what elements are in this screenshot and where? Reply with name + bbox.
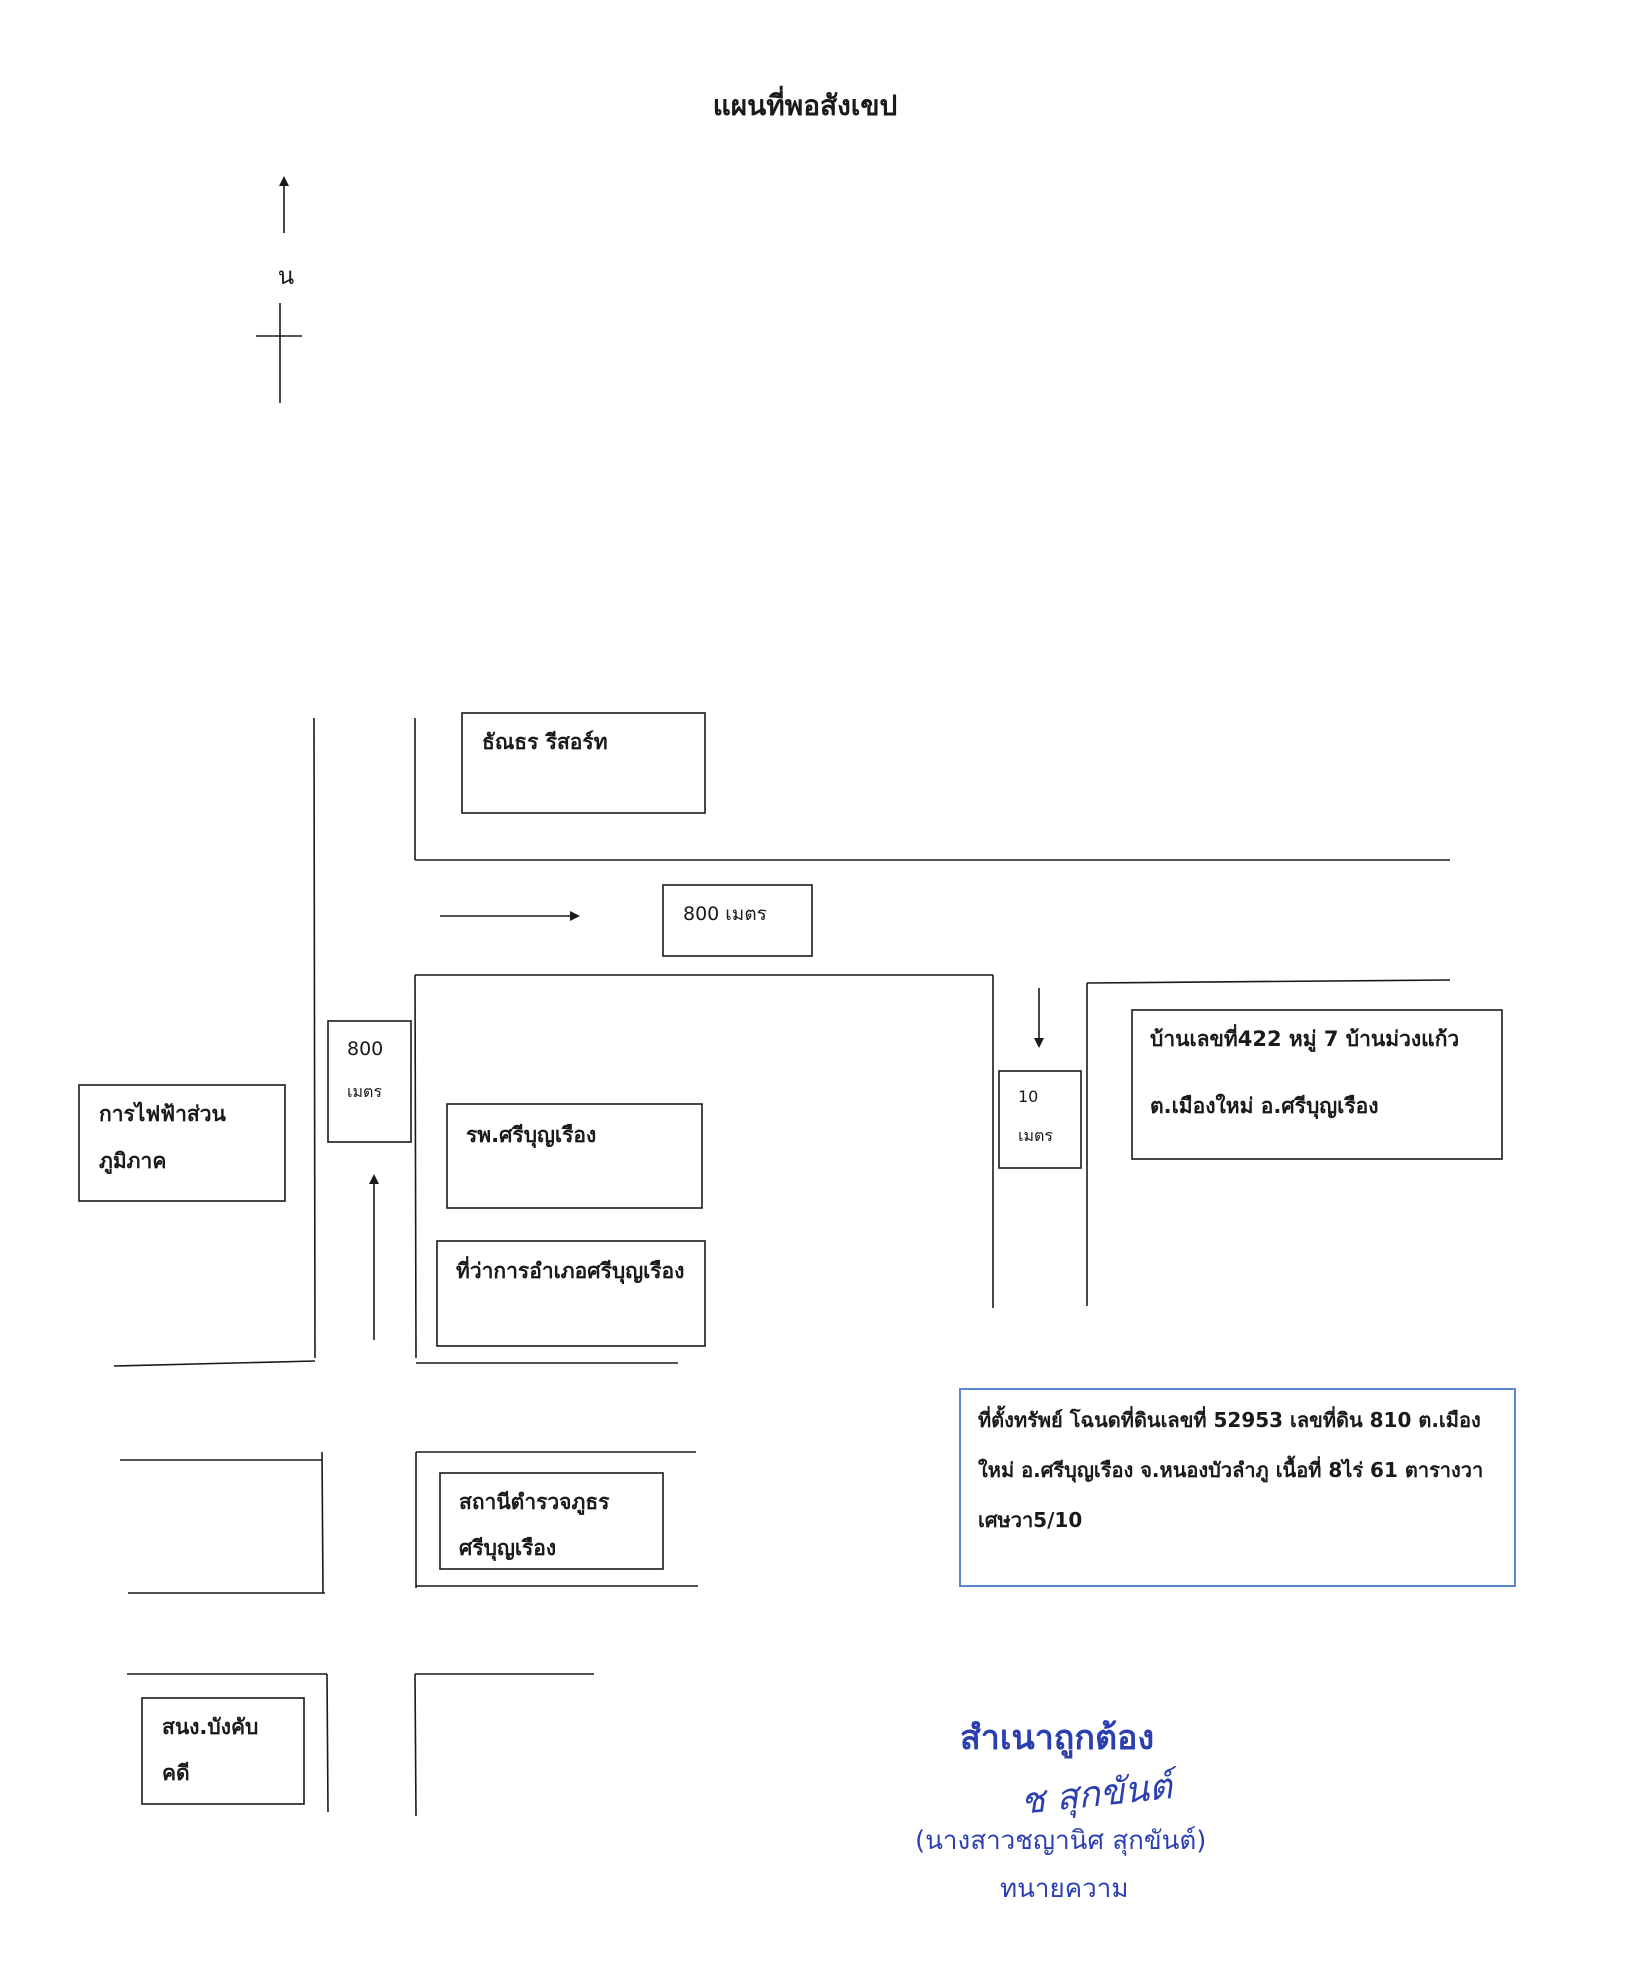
distance-small-unit: เมตร xyxy=(1018,1126,1053,1145)
hospital-label: รพ.ศรีบุญเรือง xyxy=(466,1123,597,1147)
house-label-line2: ต.เมืองใหม่ อ.ศรีบุญเรือง xyxy=(1150,1094,1379,1118)
property-info-line3: เศษวา5/10 xyxy=(978,1508,1083,1532)
police-label-line2: ศรีบุญเรือง xyxy=(459,1536,557,1560)
distance-small-value: 10 xyxy=(1018,1087,1039,1106)
thanathorn-box xyxy=(461,712,706,814)
certifier-name: (นางสาวชญานิศ สุกขันต์) xyxy=(915,1826,1207,1856)
distance-vertical-box xyxy=(327,1020,412,1143)
legal-office-label-line1: สนง.บังคับ xyxy=(162,1715,259,1739)
legal-office-label-line2: คดี xyxy=(162,1761,190,1785)
block-left-vertical xyxy=(321,1451,324,1594)
property-info-box xyxy=(959,1388,1516,1587)
thanathorn-label: ธัณธร รีสอร์ท xyxy=(482,730,608,754)
property-info-line2: ใหม่ อ.ศรีบุญเรือง จ.หนองบัวลำภู เนื้อที… xyxy=(978,1458,1484,1482)
road-main-right-edge xyxy=(414,974,417,1359)
legal-office-box xyxy=(141,1697,305,1805)
road-lower-left-top xyxy=(113,1360,316,1367)
house-box xyxy=(1131,1009,1503,1160)
district-office-label: ที่ว่าการอำเภอศรีบุญเรือง xyxy=(456,1259,685,1283)
pea-label-line1: การไฟฟ้าส่วน xyxy=(99,1102,226,1126)
certifier-position: ทนายความ xyxy=(1000,1874,1129,1904)
distance-vertical-unit: เมตร xyxy=(347,1082,382,1101)
map-title: แผนที่พอสังเขป xyxy=(712,89,898,122)
house-label-line1: บ้านเลขที่422 หมู่ 7 บ้านม่วงแก้ว xyxy=(1150,1027,1460,1051)
district-office-box xyxy=(436,1240,706,1347)
pea-label-line2: ภูมิภาค xyxy=(99,1149,167,1173)
hospital-box xyxy=(446,1103,703,1209)
north-label: น xyxy=(277,262,295,290)
road-side-top-edge xyxy=(1086,979,1451,984)
distance-vertical-value: 800 xyxy=(347,1038,384,1060)
police-label-line1: สถานีตำรวจภูธร xyxy=(459,1490,610,1514)
pea-box xyxy=(78,1084,286,1202)
property-info-line1: ที่ตั้งทรัพย์ โฉนดที่ดินเลขที่ 52953 เลข… xyxy=(978,1408,1481,1432)
road-main-left-edge xyxy=(313,717,316,1359)
distance-small-box xyxy=(998,1070,1082,1169)
bottom-right-vertical xyxy=(414,1673,417,1817)
police-box xyxy=(439,1472,664,1570)
certification-stamp: สำเนาถูกต้อง xyxy=(960,1718,1155,1758)
distance-horizontal-box xyxy=(662,884,813,957)
distance-horizontal-label: 800 เมตร xyxy=(683,903,767,925)
bottom-left-vertical xyxy=(326,1673,329,1813)
